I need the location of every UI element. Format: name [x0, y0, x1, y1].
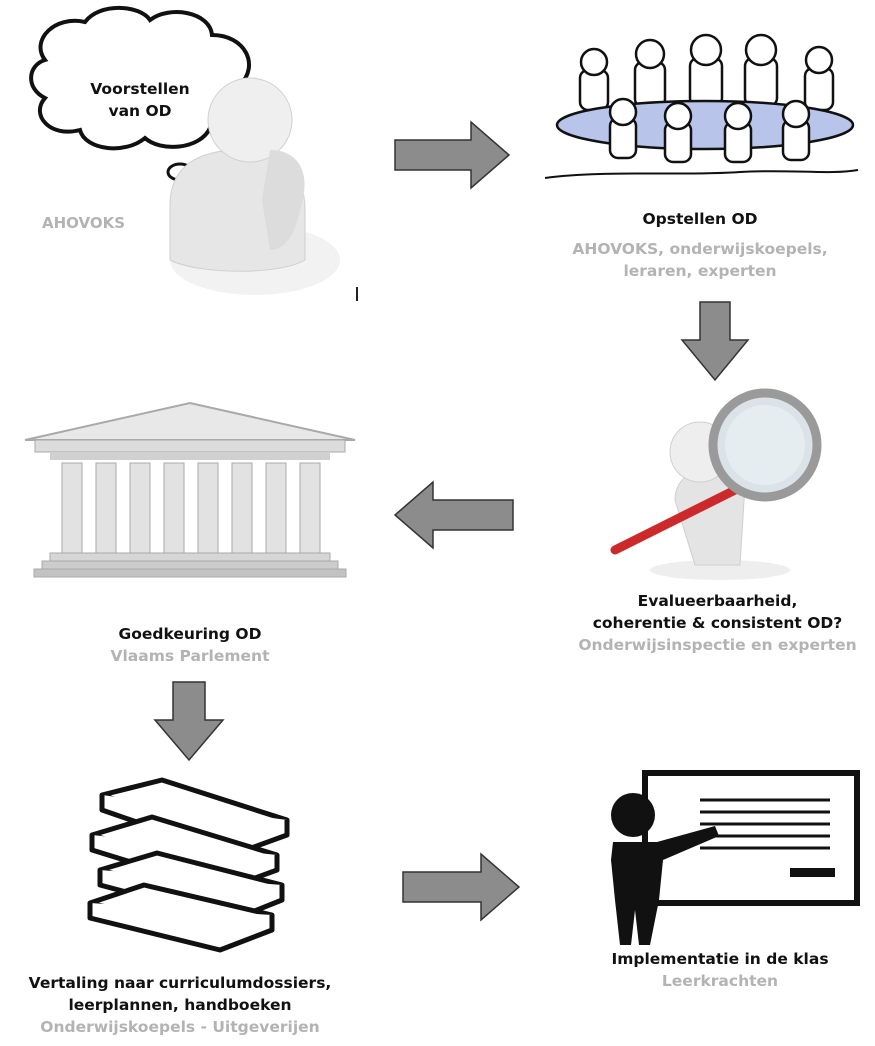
thought-text: Voorstellen van OD: [75, 78, 205, 122]
magnifying-glass-person-icon: [610, 388, 822, 580]
goedkeuring-label: Goedkeuring OD Vlaams Parlement: [20, 623, 360, 667]
thought-line-1: Voorstellen: [90, 80, 190, 98]
arrow-right-2: [402, 852, 521, 922]
vertaling-label: Vertaling naar curriculumdossiers, leerp…: [0, 972, 360, 1038]
teacher-board-icon: [611, 770, 860, 945]
actor-ahovoks: AHOVOKS: [42, 214, 126, 232]
text-cursor: [356, 287, 358, 301]
step-evaluatie: Evalueerbaarheid, coherentie & consisten…: [560, 388, 875, 670]
step-vertaling: Vertaling naar curriculumdossiers, leerp…: [0, 770, 360, 1046]
implementatie-label: Implementatie in de klas Leerkrachten: [570, 948, 870, 992]
evaluatie-title-1: Evalueerbaarheid,: [637, 592, 798, 610]
step-implementatie: Implementatie in de klas Leerkrachten: [570, 770, 870, 1030]
vertaling-title-1: Vertaling naar curriculumdossiers,: [28, 974, 332, 992]
evaluatie-title-2: coherentie & consistent OD?: [592, 614, 843, 632]
step-opstellen: Opstellen OD AHOVOKS, onderwijskoepels, …: [540, 33, 860, 300]
step-goedkeuring: Goedkeuring OD Vlaams Parlement: [20, 395, 360, 675]
vertaling-actor: Onderwijskoepels - Uitgeverijen: [40, 1018, 320, 1036]
implementatie-title: Implementatie in de klas: [611, 950, 829, 968]
thought-line-2: van OD: [108, 102, 172, 120]
vertaling-title-2: leerplannen, handboeken: [68, 996, 292, 1014]
parliament-building-icon: [24, 401, 356, 578]
arrow-down-1: [680, 301, 750, 382]
evaluatie-label: Evalueerbaarheid, coherentie & consisten…: [560, 590, 875, 656]
opstellen-label: Opstellen OD AHOVOKS, onderwijskoepels, …: [540, 208, 860, 282]
opstellen-actor-2: leraren, experten: [623, 262, 777, 280]
books-stack-icon: [87, 777, 290, 953]
implementatie-actor: Leerkrachten: [661, 972, 779, 990]
arrow-down-2: [153, 681, 225, 762]
goedkeuring-title: Goedkeuring OD: [118, 625, 262, 643]
arrow-right-1: [394, 120, 511, 190]
evaluatie-actor: Onderwijsinspectie en experten: [578, 636, 857, 654]
opstellen-title: Opstellen OD: [642, 210, 758, 228]
thinking-person-icon: [29, 5, 340, 295]
arrow-left-1: [393, 480, 514, 550]
meeting-table-icon: [544, 33, 859, 179]
step-voorstellen: Voorstellen van OD AHOVOKS: [0, 0, 360, 300]
opstellen-actor-1: AHOVOKS, onderwijskoepels,: [572, 240, 828, 258]
goedkeuring-actor: Vlaams Parlement: [110, 647, 270, 665]
